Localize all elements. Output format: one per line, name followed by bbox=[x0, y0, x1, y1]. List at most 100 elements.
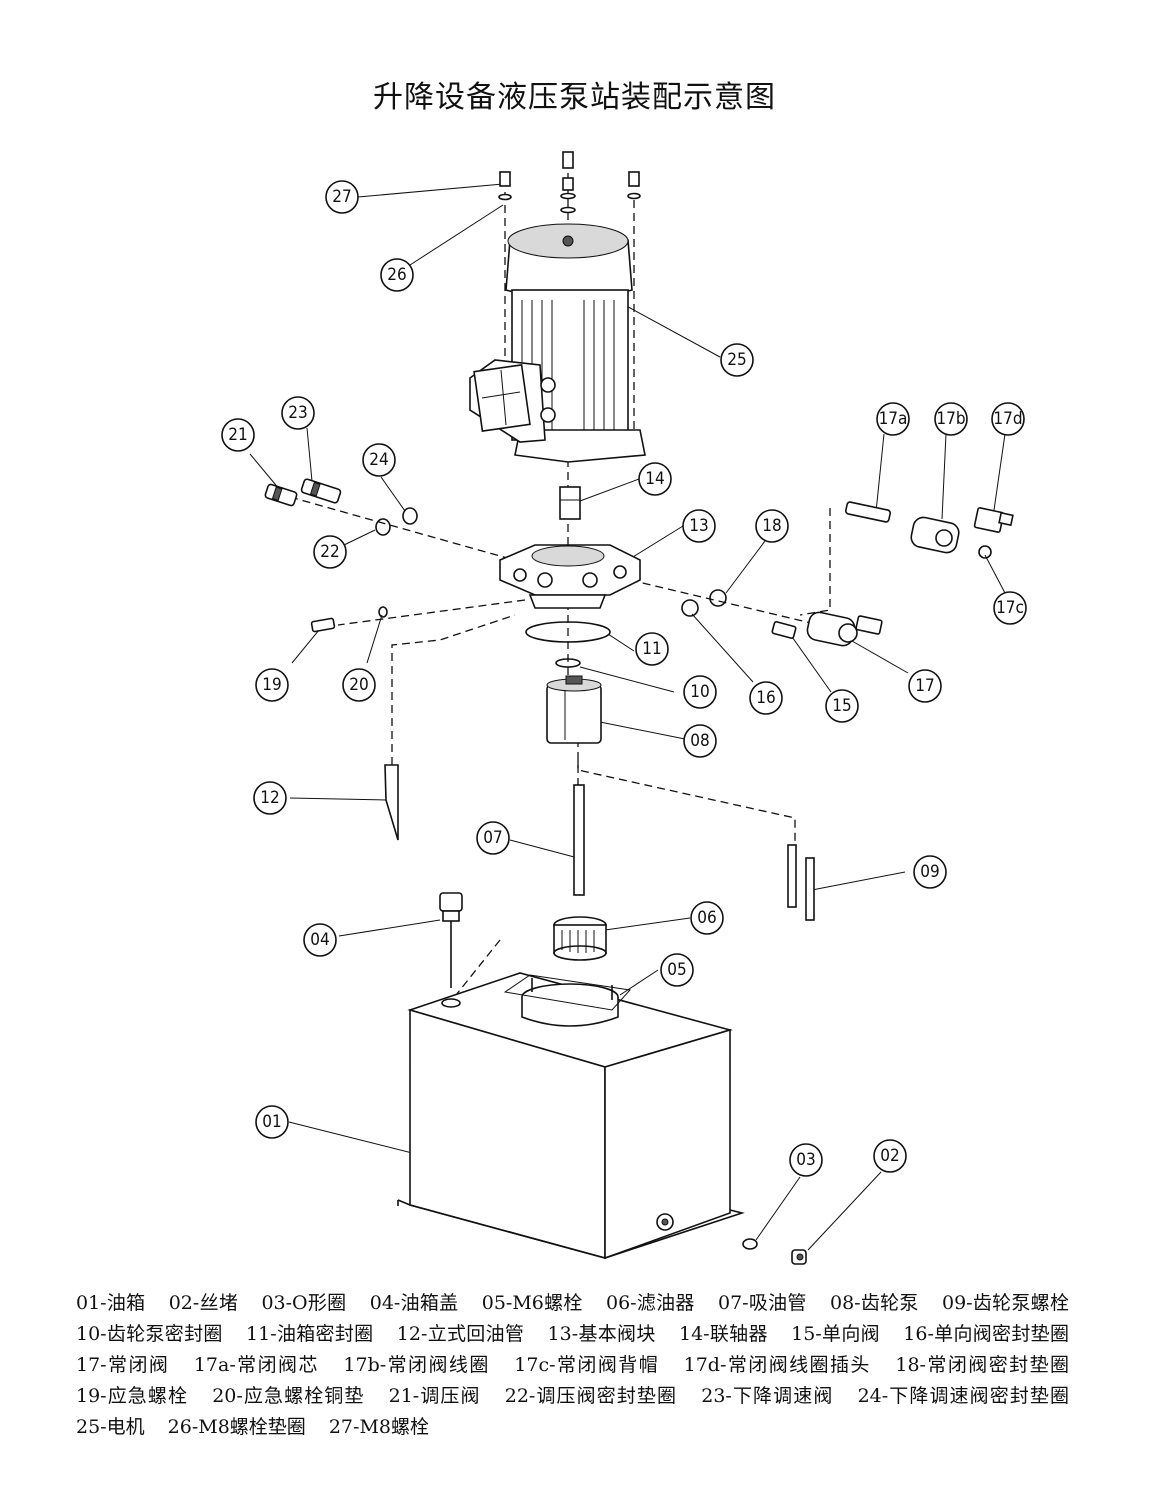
callout-20: 20 bbox=[342, 668, 376, 702]
return-pipe bbox=[384, 764, 399, 841]
callout-16: 16 bbox=[749, 681, 783, 715]
callout-15: 15 bbox=[825, 689, 859, 723]
svg-text:26: 26 bbox=[387, 265, 406, 285]
coil-plug bbox=[973, 507, 1014, 533]
callout-08: 08 bbox=[683, 724, 717, 758]
svg-text:23: 23 bbox=[288, 403, 307, 423]
svg-text:17d: 17d bbox=[993, 409, 1022, 429]
callout-17: 17 bbox=[908, 669, 942, 703]
seal-washer bbox=[402, 507, 418, 525]
motor bbox=[469, 223, 646, 463]
legend-item: 25-电机 bbox=[76, 1416, 145, 1438]
callout-17d: 17d bbox=[991, 402, 1025, 436]
valve-core bbox=[844, 501, 892, 523]
svg-text:02: 02 bbox=[880, 1146, 899, 1166]
svg-text:15: 15 bbox=[832, 696, 851, 716]
legend-item: 17-常闭阀 bbox=[76, 1354, 170, 1376]
callout-13: 13 bbox=[682, 509, 716, 543]
speed-valve bbox=[300, 478, 342, 504]
svg-text:21: 21 bbox=[228, 425, 247, 445]
svg-text:11: 11 bbox=[642, 639, 661, 659]
svg-text:05: 05 bbox=[667, 960, 686, 980]
legend-item: 01-油箱 bbox=[76, 1292, 146, 1314]
callout-17a: 17a bbox=[876, 402, 910, 436]
normally-closed-valve bbox=[806, 611, 883, 647]
svg-text:20: 20 bbox=[349, 675, 368, 695]
callout-02: 02 bbox=[873, 1139, 907, 1173]
svg-text:13: 13 bbox=[689, 516, 708, 536]
legend-item: 21-调压阀 bbox=[388, 1385, 481, 1407]
tank-seal bbox=[525, 621, 611, 643]
svg-text:03: 03 bbox=[796, 1150, 815, 1170]
tank-cap bbox=[439, 892, 463, 988]
callout-09: 09 bbox=[913, 855, 947, 889]
suction-pipe bbox=[573, 784, 585, 896]
diagram-title: 升降设备液压泵站装配示意图 bbox=[373, 80, 776, 115]
legend-item: 26-M8螺栓垫圈 bbox=[167, 1416, 306, 1438]
legend-item: 20-应急螺栓铜垫 bbox=[212, 1385, 365, 1407]
legend-item: 04-油箱盖 bbox=[369, 1292, 459, 1314]
legend-item: 24-下降调速阀密封垫圈 bbox=[857, 1385, 1070, 1407]
plug bbox=[791, 1249, 807, 1265]
legend-item: 12-立式回油管 bbox=[396, 1323, 525, 1345]
callout-23: 23 bbox=[281, 396, 315, 430]
svg-text:12: 12 bbox=[260, 788, 279, 808]
callout-19: 19 bbox=[255, 668, 289, 702]
legend-item: 17b-常闭阀线圈 bbox=[343, 1354, 490, 1376]
o-ring bbox=[742, 1238, 758, 1250]
callout-21: 21 bbox=[221, 418, 255, 452]
valve-coil bbox=[910, 516, 960, 554]
seal-washer bbox=[681, 599, 699, 617]
legend-item: 17c-常闭阀背帽 bbox=[514, 1354, 660, 1376]
svg-text:17b: 17b bbox=[936, 409, 965, 429]
parts-legend: 01-油箱 02-丝堵 03-O形圈 04-油箱盖 05-M6螺栓 06-滤油器… bbox=[76, 1288, 1086, 1443]
svg-text:27: 27 bbox=[332, 187, 351, 207]
copper-washer bbox=[378, 606, 388, 618]
emergency-bolt bbox=[310, 617, 336, 633]
callout-25: 25 bbox=[720, 343, 754, 377]
legend-item: 08-齿轮泵 bbox=[830, 1292, 919, 1314]
svg-text:14: 14 bbox=[645, 469, 664, 489]
callout-22: 22 bbox=[313, 535, 347, 569]
legend-item: 02-丝堵 bbox=[168, 1292, 239, 1314]
callout-18: 18 bbox=[755, 509, 789, 543]
valve-block bbox=[499, 544, 641, 609]
legend-item: 22-调压阀密封垫圈 bbox=[504, 1385, 678, 1407]
legend-item: 17d-常闭阀线圈插头 bbox=[683, 1354, 871, 1376]
gear-pump bbox=[546, 675, 602, 744]
assembly-axes bbox=[289, 160, 833, 1001]
callout-27: 27 bbox=[325, 180, 359, 214]
svg-text:10: 10 bbox=[690, 682, 709, 702]
callout-17b: 17b bbox=[934, 402, 968, 436]
legend-item: 14-联轴器 bbox=[678, 1323, 768, 1345]
callout-17c: 17c bbox=[993, 591, 1027, 625]
callout-01: 01 bbox=[255, 1105, 289, 1139]
pump-bolt bbox=[787, 844, 797, 908]
svg-text:17c: 17c bbox=[996, 598, 1024, 618]
leader-lines bbox=[249, 183, 1006, 1251]
pump-seal bbox=[555, 658, 581, 668]
callout-05: 05 bbox=[660, 953, 694, 987]
oil-tank bbox=[397, 972, 745, 1260]
svg-text:16: 16 bbox=[756, 688, 775, 708]
legend-item: 05-M6螺栓 bbox=[481, 1292, 583, 1314]
callout-26: 26 bbox=[380, 258, 414, 292]
pump-bolt bbox=[805, 857, 815, 921]
svg-text:04: 04 bbox=[310, 930, 329, 950]
svg-text:01: 01 bbox=[262, 1112, 281, 1132]
legend-item: 10-齿轮泵密封圈 bbox=[76, 1323, 223, 1345]
svg-text:19: 19 bbox=[262, 675, 281, 695]
callout-10: 10 bbox=[683, 675, 717, 709]
callout-07: 07 bbox=[476, 821, 510, 855]
callout-11: 11 bbox=[635, 632, 669, 666]
legend-item: 06-滤油器 bbox=[606, 1292, 695, 1314]
callout-balloons: 27 26 25 21 23 24 22 14 13 18 17a 17b 17… bbox=[221, 180, 1027, 1177]
oil-filter bbox=[553, 916, 607, 961]
svg-text:17: 17 bbox=[915, 676, 934, 696]
svg-text:17a: 17a bbox=[879, 409, 908, 429]
legend-item: 09-齿轮泵螺栓 bbox=[942, 1292, 1069, 1314]
legend-item: 16-单向阀密封垫圈 bbox=[903, 1323, 1069, 1345]
svg-text:08: 08 bbox=[690, 731, 709, 751]
svg-text:22: 22 bbox=[320, 542, 339, 562]
